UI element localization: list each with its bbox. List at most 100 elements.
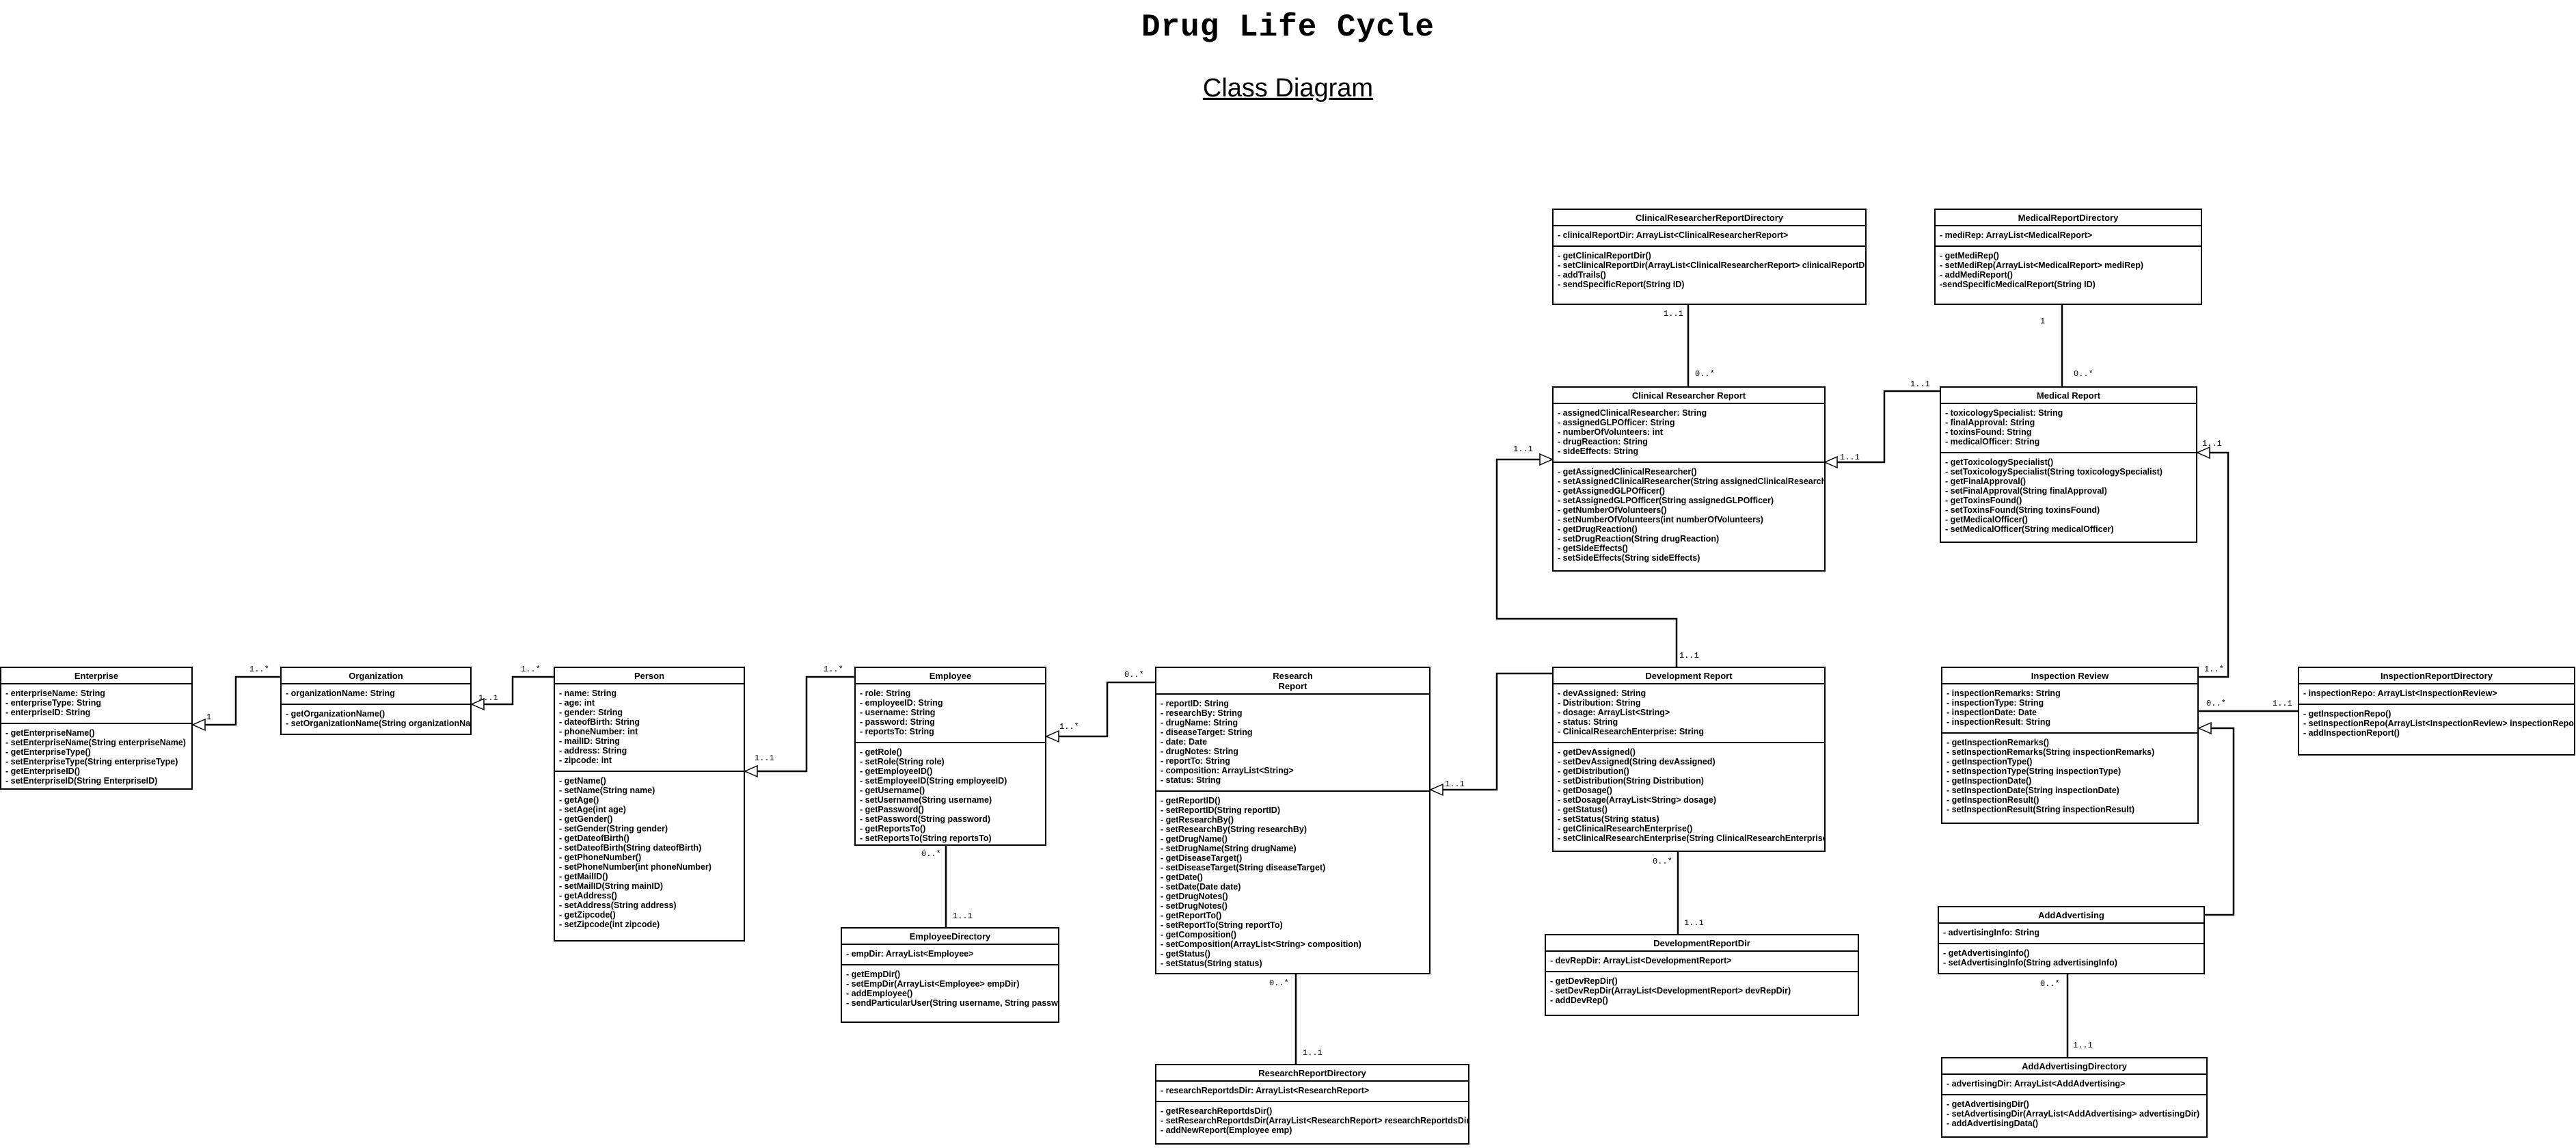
multiplicity-label: 0..* <box>2206 699 2226 708</box>
operation: - getNumberOfVolunteers() <box>1558 505 1667 515</box>
operation: - getAddress() <box>559 891 617 900</box>
operation: - setMediRep(ArrayList<MedicalReport> me… <box>1940 261 2143 270</box>
operation: - getInspectionRemarks() <box>1947 738 2050 747</box>
multiplicity-label: 1..* <box>2204 665 2224 674</box>
class-development-report-dir[interactable]: DevelopmentReportDir - devRepDir: ArrayL… <box>1545 934 1859 1016</box>
attribute: - clinicalReportDir: ArrayList<ClinicalR… <box>1558 230 1789 240</box>
multiplicity-label: 1..1 <box>1664 309 1683 319</box>
class-attributes: - researchReportdsDir: ArrayList<Researc… <box>1156 1082 1468 1102</box>
multiplicity-label: 0..* <box>1269 978 1289 988</box>
operation: - setEnterpriseName(String enterpriseNam… <box>5 738 186 747</box>
operation: - setNumberOfVolunteers(int numberOfVolu… <box>1558 515 1763 524</box>
class-employee-directory[interactable]: EmployeeDirectory - empDir: ArrayList<Em… <box>841 927 1059 1023</box>
operation: - addDevRep() <box>1550 996 1608 1005</box>
multiplicity-label: 1..1 <box>1445 779 1465 789</box>
class-research-report-directory[interactable]: ResearchReportDirectory - researchReport… <box>1155 1064 1469 1145</box>
operation: - getPhoneNumber() <box>559 853 642 862</box>
operation: - getDrugNotes() <box>1161 892 1228 901</box>
attribute: - address: String <box>559 746 627 756</box>
operation: - getZipcode() <box>559 910 616 920</box>
class-name: MedicalReportDirectory <box>1936 210 2201 226</box>
class-development-report[interactable]: Development Report - devAssigned: String… <box>1552 667 1826 852</box>
operation: - setDate(Date date) <box>1161 882 1241 892</box>
class-name: ResearchReportDirectory <box>1156 1065 1468 1082</box>
class-operations: - getOrganizationName() - setOrganizatio… <box>282 705 470 732</box>
class-name: Development Report <box>1554 668 1824 684</box>
attribute: - mediRep: ArrayList<MedicalReport> <box>1940 230 2093 240</box>
edge-inspection-medical <box>2197 453 2229 678</box>
operation: - getReportTo() <box>1161 911 1222 920</box>
class-add-advertising-directory[interactable]: AddAdvertisingDirectory - advertisingDir… <box>1941 1057 2208 1138</box>
class-inspection-review[interactable]: Inspection Review - inspectionRemarks: S… <box>1941 667 2199 824</box>
class-attributes: - enterpriseName: String - enterpriseTyp… <box>1 684 191 724</box>
operation: - getDevAssigned() <box>1558 747 1636 757</box>
operation: - getEnterpriseID() <box>5 766 81 776</box>
operation: - setStatus(String status) <box>1161 959 1262 968</box>
operation: - setToxinsFound(String toxinsFound) <box>1945 505 2100 515</box>
operation: -sendSpecificMedicalReport(String ID) <box>1940 280 2096 289</box>
operation: - setAge(int age) <box>559 805 626 814</box>
diagram-subtitle: Class Diagram <box>1202 74 1374 103</box>
class-inspection-report-directory[interactable]: InspectionReportDirectory - inspectionRe… <box>2298 667 2575 756</box>
operation: - getStatus() <box>1161 949 1210 959</box>
operation: - sendParticularUser(String username, St… <box>846 998 1059 1008</box>
operation: - setDosage(ArrayList<String> dosage) <box>1558 795 1717 805</box>
operation: - setInspectionRepo(ArrayList<Inspection… <box>2303 719 2575 728</box>
operation: - getMediRep() <box>1940 251 1999 261</box>
multiplicity-label: 1..1 <box>478 693 498 703</box>
attribute: - username: String <box>860 708 936 717</box>
class-enterprise[interactable]: Enterprise - enterpriseName: String - en… <box>0 667 193 790</box>
operation: - getDrugName() <box>1161 834 1228 844</box>
attribute: - reportTo: String <box>1161 756 1230 766</box>
operation: - setMedicalOfficer(String medicalOffice… <box>1945 524 2114 534</box>
class-name: Enterprise <box>1 668 191 684</box>
class-research-report[interactable]: Research Report - reportID: String - res… <box>1155 667 1431 974</box>
operation: - setDiseaseTarget(String diseaseTarget) <box>1161 863 1326 872</box>
operation: - getDevRepDir() <box>1550 976 1618 986</box>
multiplicity-label: 1..* <box>1059 722 1079 732</box>
attribute: - inspectionType: String <box>1947 698 2044 708</box>
operation: - getAdvertisingInfo() <box>1943 948 2030 958</box>
operation: - setFinalApproval(String finalApproval) <box>1945 486 2107 496</box>
multiplicity-label: 0..* <box>1124 670 1144 680</box>
attribute: - phoneNumber: int <box>559 727 638 736</box>
class-clinical-researcher-report-directory[interactable]: ClinicalResearcherReportDirectory - clin… <box>1552 209 1867 305</box>
operation: - getInspectionResult() <box>1947 795 2039 805</box>
operation: - getEmpDir() <box>846 970 901 979</box>
class-operations: - getEmpDir() - setEmpDir(ArrayList<Empl… <box>842 965 1058 1012</box>
class-name: Employee <box>856 668 1045 684</box>
class-attributes: - inspectionRepo: ArrayList<InspectionRe… <box>2299 684 2574 705</box>
operation: - setDrugName(String drugName) <box>1161 844 1297 853</box>
attribute: - advertisingInfo: String <box>1943 928 2039 937</box>
class-attributes: - assignedClinicalResearcher: String - a… <box>1554 404 1824 463</box>
operation: - getEmployeeID() <box>860 766 933 776</box>
attribute: - employeeID: String <box>860 698 943 708</box>
operation: - getResearchReportdsDir() <box>1161 1106 1273 1116</box>
class-attributes: - advertisingInfo: String <box>1939 924 2204 944</box>
operation: - setReportTo(String reportTo) <box>1161 920 1283 930</box>
class-operations: - getEnterpriseName() - setEnterpriseNam… <box>1 724 191 788</box>
attribute: - mailID: String <box>559 736 620 746</box>
operation: - addEmployee() <box>846 989 913 998</box>
class-medical-report-directory[interactable]: MedicalReportDirectory - mediRep: ArrayL… <box>1934 209 2202 305</box>
operation: - setInspectionDate(String inspectionDat… <box>1947 786 2119 795</box>
multiplicity-label: 1..1 <box>1684 918 1704 928</box>
attribute: - inspectionRemarks: String <box>1947 689 2061 698</box>
class-clinical-researcher-report[interactable]: Clinical Researcher Report - assignedCli… <box>1552 386 1826 572</box>
attribute: - researchReportdsDir: ArrayList<Researc… <box>1161 1086 1370 1095</box>
class-add-advertising[interactable]: AddAdvertising - advertisingInfo: String… <box>1938 906 2205 974</box>
attribute: - drugNotes: String <box>1161 747 1238 756</box>
class-attributes: - reportID: String - researchBy: String … <box>1156 695 1429 792</box>
class-medical-report[interactable]: Medical Report - toxicologySpecialist: S… <box>1940 386 2197 543</box>
operation: - setInspectionType(String inspectionTyp… <box>1947 766 2121 776</box>
edge-development-clinical <box>1495 459 1678 667</box>
edge-advertising-inspection <box>2199 728 2235 916</box>
class-employee[interactable]: Employee - role: String - employeeID: St… <box>854 667 1046 846</box>
operation: - setPassword(String password) <box>860 814 991 824</box>
class-person[interactable]: Person - name: String - age: int - gende… <box>554 667 745 942</box>
operation: - getToxinsFound() <box>1945 496 2022 505</box>
attribute: - devAssigned: String <box>1558 689 1646 698</box>
class-organization[interactable]: Organization - organizationName: String … <box>280 667 472 735</box>
operation: - addInspectionReport() <box>2303 728 2400 738</box>
attribute: - enterpriseName: String <box>5 689 105 698</box>
